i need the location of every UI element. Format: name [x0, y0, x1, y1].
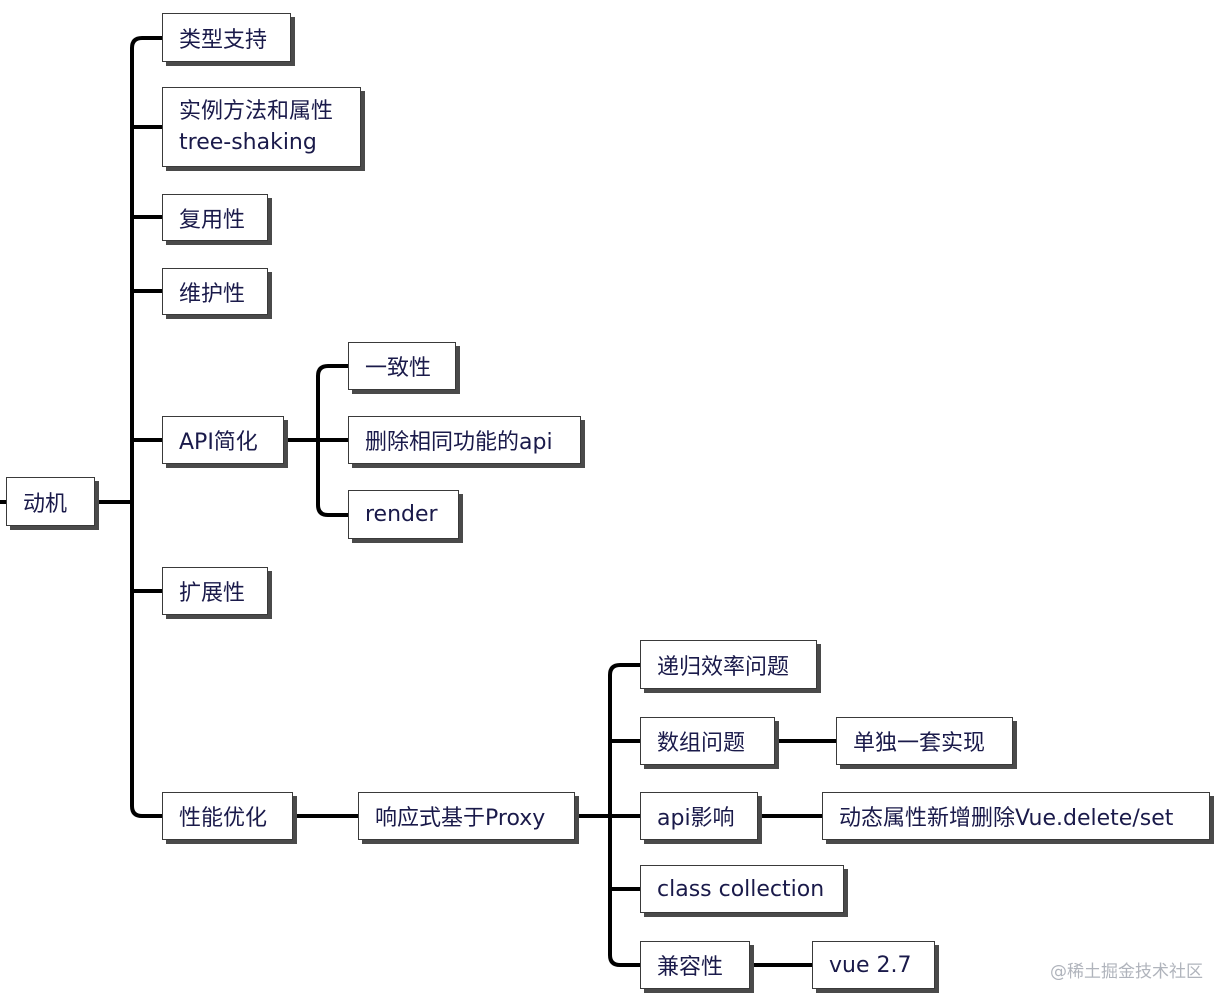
node-consistency[interactable]: 一致性 [348, 342, 456, 390]
node-render[interactable]: render [348, 490, 459, 539]
node-type-support[interactable]: 类型支持 [162, 13, 291, 62]
node-separate-implementation[interactable]: 单独一套实现 [836, 717, 1013, 765]
node-api-impact[interactable]: api影响 [640, 792, 758, 840]
node-recursion-efficiency[interactable]: 递归效率问题 [640, 640, 817, 689]
node-extensibility[interactable]: 扩展性 [162, 567, 268, 615]
node-instance-methods-line2: tree-shaking [179, 130, 317, 155]
node-reusability[interactable]: 复用性 [162, 194, 268, 241]
watermark: @稀土掘金技术社区 [1050, 962, 1203, 982]
node-compatibility[interactable]: 兼容性 [640, 941, 750, 989]
node-api-simplify[interactable]: API简化 [162, 416, 284, 464]
node-vue-27[interactable]: vue 2.7 [812, 941, 935, 989]
node-remove-duplicate-api[interactable]: 删除相同功能的api [348, 416, 581, 464]
node-class-collection[interactable]: class collection [640, 865, 844, 913]
node-reactive-proxy[interactable]: 响应式基于Proxy [358, 792, 575, 840]
root-node[interactable]: 动机 [6, 477, 95, 526]
node-maintainability[interactable]: 维护性 [162, 268, 268, 315]
node-dynamic-properties[interactable]: 动态属性新增删除Vue.delete/set [822, 792, 1210, 840]
node-array-issue[interactable]: 数组问题 [640, 717, 775, 765]
node-instance-methods-line1: 实例方法和属性 [179, 99, 334, 124]
node-performance[interactable]: 性能优化 [162, 792, 293, 840]
node-instance-methods[interactable]: 实例方法和属性 tree-shaking [162, 87, 361, 167]
